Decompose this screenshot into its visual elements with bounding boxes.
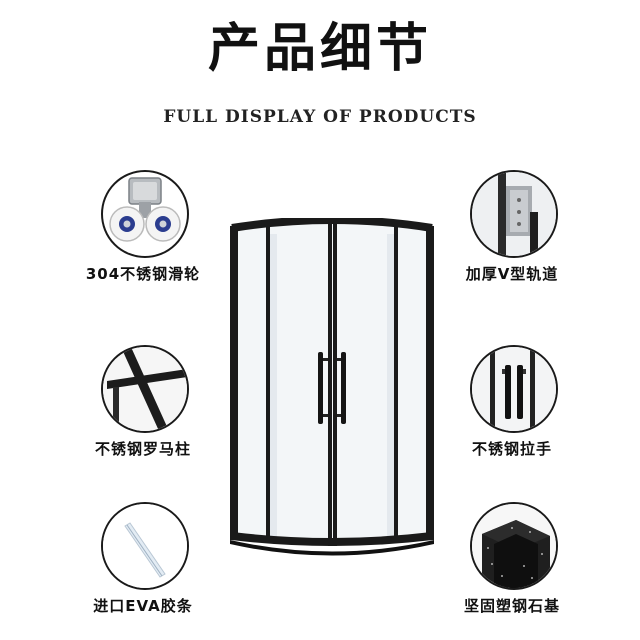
door-handle-icon xyxy=(470,345,558,433)
detail-roman-column: 不锈钢罗马柱 xyxy=(58,345,228,475)
detail-label: 进口EVA胶条 xyxy=(93,597,193,615)
page-title: 产品细节 xyxy=(207,19,432,79)
stone-base-icon xyxy=(470,502,558,590)
detail-label: 坚固塑钢石基 xyxy=(463,597,560,615)
roman-column-icon xyxy=(101,345,189,433)
pulley-wheel-icon xyxy=(101,170,189,258)
detail-eva-strip: 进口EVA胶条 xyxy=(58,502,228,632)
v-track-icon xyxy=(470,170,558,258)
detail-label: 304不锈钢滑轮 xyxy=(85,265,201,283)
shower-enclosure-image xyxy=(226,218,438,563)
detail-stone-base: 坚固塑钢石基 xyxy=(427,502,597,632)
detail-v-track: 加厚V型轨道 xyxy=(427,170,597,300)
detail-label: 加厚V型轨道 xyxy=(465,265,559,283)
detail-label: 不锈钢拉手 xyxy=(471,440,552,458)
detail-label: 不锈钢罗马柱 xyxy=(94,440,191,458)
detail-handle: 不锈钢拉手 xyxy=(427,345,597,475)
eva-strip-icon xyxy=(101,502,189,590)
page-subtitle: FULL DISPLAY OF PRODUCTS xyxy=(163,107,477,127)
detail-pulley: 304不锈钢滑轮 xyxy=(58,170,228,300)
